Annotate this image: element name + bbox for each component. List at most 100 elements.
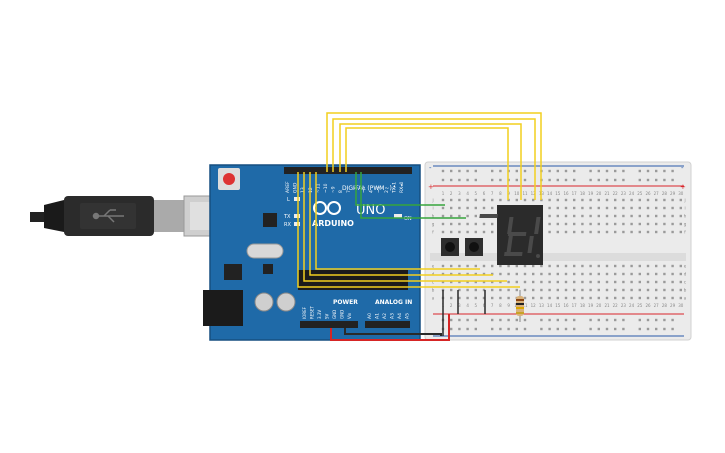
breadboard-hole[interactable] — [523, 327, 527, 331]
breadboard-hole[interactable] — [605, 230, 609, 234]
breadboard-hole[interactable] — [466, 198, 469, 202]
wire-yellow-2[interactable] — [332, 118, 536, 200]
breadboard-hole[interactable] — [679, 230, 682, 234]
breadboard-hole[interactable] — [573, 222, 576, 226]
breadboard-hole[interactable] — [523, 264, 527, 268]
breadboard-hole[interactable] — [671, 178, 674, 182]
wire-green-1[interactable] — [355, 172, 445, 206]
breadboard-hole[interactable] — [564, 169, 568, 173]
breadboard-hole[interactable] — [540, 296, 543, 300]
breadboard-hole[interactable] — [679, 206, 682, 210]
breadboard-hole[interactable] — [655, 280, 658, 284]
breadboard-hole[interactable] — [474, 214, 477, 218]
breadboard-hole[interactable] — [630, 264, 633, 268]
breadboard-hole[interactable] — [482, 206, 486, 210]
breadboard-hole[interactable] — [548, 272, 551, 276]
breadboard-hole[interactable] — [515, 169, 518, 173]
breadboard-hole[interactable] — [671, 272, 674, 276]
breadboard-hole[interactable] — [614, 230, 617, 234]
breadboard-hole[interactable] — [491, 318, 494, 322]
breadboard-hole[interactable] — [564, 288, 568, 292]
breadboard-hole[interactable] — [671, 214, 674, 218]
breadboard-hole[interactable] — [605, 178, 609, 182]
breadboard-hole[interactable] — [540, 327, 543, 331]
breadboard-hole[interactable] — [671, 230, 674, 234]
breadboard-hole[interactable] — [605, 169, 609, 173]
breadboard-hole[interactable] — [548, 280, 551, 284]
breadboard-hole[interactable] — [515, 198, 518, 202]
breadboard-hole[interactable] — [441, 214, 445, 218]
breadboard-hole[interactable] — [474, 272, 477, 276]
breadboard-hole[interactable] — [466, 264, 469, 268]
breadboard-hole[interactable] — [556, 272, 559, 276]
breadboard-hole[interactable] — [466, 288, 469, 292]
breadboard-hole[interactable] — [523, 169, 527, 173]
breadboard-hole[interactable] — [564, 272, 568, 276]
breadboard-hole[interactable] — [515, 288, 518, 292]
wire-yellow-6[interactable] — [303, 172, 507, 282]
breadboard-hole[interactable] — [441, 264, 445, 268]
breadboard-hole[interactable] — [597, 327, 600, 331]
breadboard-hole[interactable] — [597, 222, 600, 226]
breadboard-hole[interactable] — [441, 230, 445, 234]
breadboard-hole[interactable] — [605, 264, 609, 268]
breadboard-hole[interactable] — [491, 272, 494, 276]
breadboard-hole[interactable] — [474, 327, 477, 331]
breadboard-hole[interactable] — [474, 230, 477, 234]
breadboard-hole[interactable] — [548, 206, 551, 210]
breadboard-hole[interactable] — [655, 222, 658, 226]
breadboard-hole[interactable] — [605, 206, 609, 210]
breadboard-hole[interactable] — [441, 178, 445, 182]
breadboard-hole[interactable] — [466, 222, 469, 226]
breadboard-hole[interactable] — [679, 272, 682, 276]
breadboard-hole[interactable] — [614, 214, 617, 218]
breadboard-hole[interactable] — [630, 280, 633, 284]
breadboard-hole[interactable] — [671, 318, 674, 322]
breadboard-hole[interactable] — [614, 178, 617, 182]
breadboard-hole[interactable] — [622, 169, 625, 173]
wire-yellow-3[interactable] — [339, 123, 522, 200]
breadboard-hole[interactable] — [556, 198, 559, 202]
breadboard-hole[interactable] — [597, 198, 600, 202]
breadboard-hole[interactable] — [491, 288, 494, 292]
breadboard-hole[interactable] — [622, 296, 625, 300]
breadboard-hole[interactable] — [450, 198, 453, 202]
breadboard-hole[interactable] — [458, 169, 461, 173]
seven-segment-display[interactable] — [479, 205, 543, 265]
breadboard-hole[interactable] — [540, 280, 543, 284]
breadboard-hole[interactable] — [597, 214, 600, 218]
breadboard-hole[interactable] — [499, 296, 502, 300]
breadboard-hole[interactable] — [655, 198, 658, 202]
breadboard-hole[interactable] — [548, 296, 551, 300]
breadboard-hole[interactable] — [491, 222, 494, 226]
breadboard-hole[interactable] — [450, 222, 453, 226]
breadboard-hole[interactable] — [491, 178, 494, 182]
breadboard-hole[interactable] — [581, 198, 584, 202]
breadboard-hole[interactable] — [564, 318, 568, 322]
breadboard-hole[interactable] — [679, 280, 682, 284]
wire-black-gnd[interactable] — [344, 328, 442, 336]
breadboard-hole[interactable] — [589, 206, 592, 210]
breadboard-hole[interactable] — [515, 327, 518, 331]
breadboard-hole[interactable] — [540, 272, 543, 276]
breadboard-hole[interactable] — [450, 296, 453, 300]
breadboard-hole[interactable] — [573, 169, 576, 173]
breadboard-hole[interactable] — [556, 214, 559, 218]
breadboard-hole[interactable] — [482, 222, 486, 226]
breadboard-hole[interactable] — [581, 296, 584, 300]
breadboard-hole[interactable] — [458, 222, 461, 226]
breadboard-hole[interactable] — [556, 327, 559, 331]
breadboard-hole[interactable] — [630, 272, 633, 276]
breadboard-hole[interactable] — [655, 230, 658, 234]
breadboard-hole[interactable] — [622, 272, 625, 276]
breadboard-hole[interactable] — [581, 288, 584, 292]
breadboard-hole[interactable] — [638, 288, 641, 292]
breadboard-hole[interactable] — [540, 264, 543, 268]
breadboard-hole[interactable] — [564, 280, 568, 284]
breadboard-hole[interactable] — [573, 280, 576, 284]
breadboard-hole[interactable] — [474, 318, 477, 322]
breadboard-hole[interactable] — [581, 222, 584, 226]
breadboard-hole[interactable] — [491, 230, 494, 234]
arduino-uno-board[interactable]: ARDUINO UNO DIGITAL (PWM~) POWER ANALOG … — [203, 164, 421, 341]
breadboard-hole[interactable] — [605, 296, 609, 300]
